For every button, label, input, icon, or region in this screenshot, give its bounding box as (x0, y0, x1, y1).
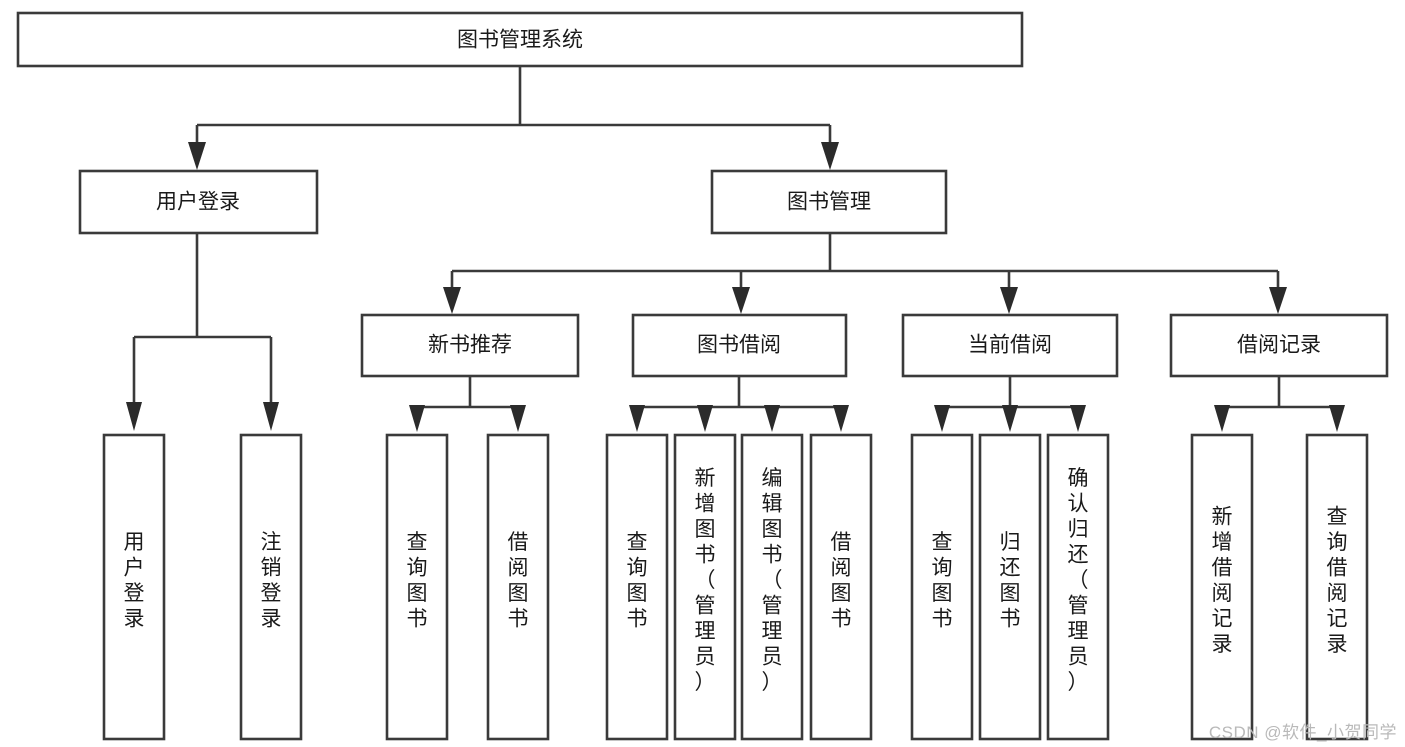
leaf-query-book-a-label: 查询图书 (407, 531, 428, 631)
leaf-logout-box[interactable] (239, 433, 303, 741)
node-user-login[interactable]: 用户登录 (78, 169, 319, 235)
node-current-borrow[interactable]: 当前借阅 (901, 313, 1119, 378)
node-book-borrow-label: 图书借阅 (697, 334, 781, 357)
leaf-user-login[interactable]: 用户登录 (102, 433, 166, 741)
connector-group-book-borrow (629, 376, 849, 432)
node-root-label: 图书管理系统 (457, 29, 583, 52)
arrow-head-new-book-rec (443, 287, 461, 314)
connector-group-root (188, 66, 839, 170)
arrow-head-leaf-confirm-return (1070, 405, 1086, 432)
leaf-query-book-b[interactable]: 查询图书 (605, 433, 669, 741)
node-new-book-rec-label: 新书推荐 (428, 334, 512, 357)
arrow-head-book-borrow (732, 287, 750, 314)
arrow-head-leaf-add-record (1214, 405, 1230, 432)
leaf-query-record[interactable]: 查询借阅记录 (1305, 433, 1369, 741)
leaf-logout-label: 注销登录 (261, 531, 282, 631)
node-book-mgmt-label: 图书管理 (787, 191, 871, 214)
leaf-query-book-c[interactable]: 查询图书 (910, 433, 974, 741)
connector-group-current-borrow (934, 376, 1086, 432)
arrow-head-borrow-record (1269, 287, 1287, 314)
node-new-book-rec[interactable]: 新书推荐 (360, 313, 580, 378)
leaf-add-book-label: 新增图书（管理员） (695, 467, 716, 694)
leaf-edit-book[interactable]: 编辑图书（管理员） (740, 433, 804, 741)
connector-group-book-mgmt (443, 233, 1287, 314)
arrow-head-leaf-borrow-book-a (510, 405, 526, 432)
node-book-borrow-box[interactable] (631, 313, 848, 378)
leaf-logout[interactable]: 注销登录 (239, 433, 303, 741)
leaf-add-book[interactable]: 新增图书（管理员） (673, 433, 737, 741)
leaf-confirm-return[interactable]: 确认归还（管理员） (1046, 433, 1110, 741)
arrow-head-leaf-edit-book (764, 405, 780, 432)
leaf-user-login-box[interactable] (102, 433, 166, 741)
arrow-head-leaf-user-login (126, 402, 142, 431)
leaf-borrow-book-a[interactable]: 借阅图书 (486, 433, 550, 741)
arrow-head-leaf-borrow-book-b (833, 405, 849, 432)
arrow-head-leaf-logout (263, 402, 279, 431)
node-borrow-record[interactable]: 借阅记录 (1169, 313, 1389, 378)
arrow-head-leaf-query-book-b (629, 405, 645, 432)
arrow-head-book-mgmt (821, 142, 839, 170)
node-current-borrow-box[interactable] (901, 313, 1119, 378)
arrow-head-user-login (188, 142, 206, 170)
node-book-mgmt-box[interactable] (710, 169, 948, 235)
arrow-head-leaf-query-book-a (409, 405, 425, 432)
leaf-borrow-book-a-box[interactable] (486, 433, 550, 741)
node-borrow-record-label: 借阅记录 (1237, 334, 1321, 357)
leaf-query-book-a[interactable]: 查询图书 (385, 433, 449, 741)
node-root-box[interactable] (16, 11, 1024, 68)
leaf-confirm-return-label: 确认归还（管理员） (1068, 467, 1089, 694)
node-root[interactable]: 图书管理系统 (16, 11, 1024, 68)
leaf-query-book-a-box[interactable] (385, 433, 449, 741)
leaf-add-record-label: 新增借阅记录 (1212, 505, 1233, 656)
leaf-return-book-label: 归还图书 (1000, 531, 1021, 631)
leaf-query-book-b-box[interactable] (605, 433, 669, 741)
arrow-head-leaf-query-book-c (934, 405, 950, 432)
leaf-edit-book-label: 编辑图书（管理员） (762, 467, 783, 694)
leaf-borrow-book-b-label: 借阅图书 (831, 531, 852, 631)
node-user-login-label: 用户登录 (156, 191, 240, 214)
arrow-head-current-borrow (1000, 287, 1018, 314)
leaf-add-book-box[interactable] (673, 433, 737, 741)
leaf-query-book-b-label: 查询图书 (627, 531, 648, 631)
leaf-return-book-box[interactable] (978, 433, 1042, 741)
leaf-query-record-label: 查询借阅记录 (1327, 505, 1348, 656)
leaf-return-book[interactable]: 归还图书 (978, 433, 1042, 741)
connector-group-user-login (126, 233, 279, 431)
leaf-borrow-book-a-label: 借阅图书 (508, 531, 529, 631)
connector-group-new-book-rec (409, 376, 526, 432)
node-user-login-box[interactable] (78, 169, 319, 235)
leaf-user-login-label: 用户登录 (124, 531, 145, 631)
leaf-borrow-book-b-box[interactable] (809, 433, 873, 741)
leaf-add-record[interactable]: 新增借阅记录 (1190, 433, 1254, 741)
node-book-mgmt[interactable]: 图书管理 (710, 169, 948, 235)
leaf-query-book-c-box[interactable] (910, 433, 974, 741)
leaf-edit-book-box[interactable] (740, 433, 804, 741)
leaf-add-record-box[interactable] (1190, 433, 1254, 741)
node-borrow-record-box[interactable] (1169, 313, 1389, 378)
connector-group-borrow-record (1214, 376, 1345, 432)
node-current-borrow-label: 当前借阅 (968, 334, 1052, 357)
node-book-borrow[interactable]: 图书借阅 (631, 313, 848, 378)
arrow-head-leaf-return-book (1002, 405, 1018, 432)
leaf-query-book-c-label: 查询图书 (932, 531, 953, 631)
arrow-head-leaf-add-book (697, 405, 713, 432)
leaf-borrow-book-b[interactable]: 借阅图书 (809, 433, 873, 741)
arrow-head-leaf-query-record (1329, 405, 1345, 432)
leaf-confirm-return-box[interactable] (1046, 433, 1110, 741)
leaf-query-record-box[interactable] (1305, 433, 1369, 741)
node-new-book-rec-box[interactable] (360, 313, 580, 378)
csdn-watermark: CSDN @软件_小贺同学 (1208, 723, 1397, 742)
